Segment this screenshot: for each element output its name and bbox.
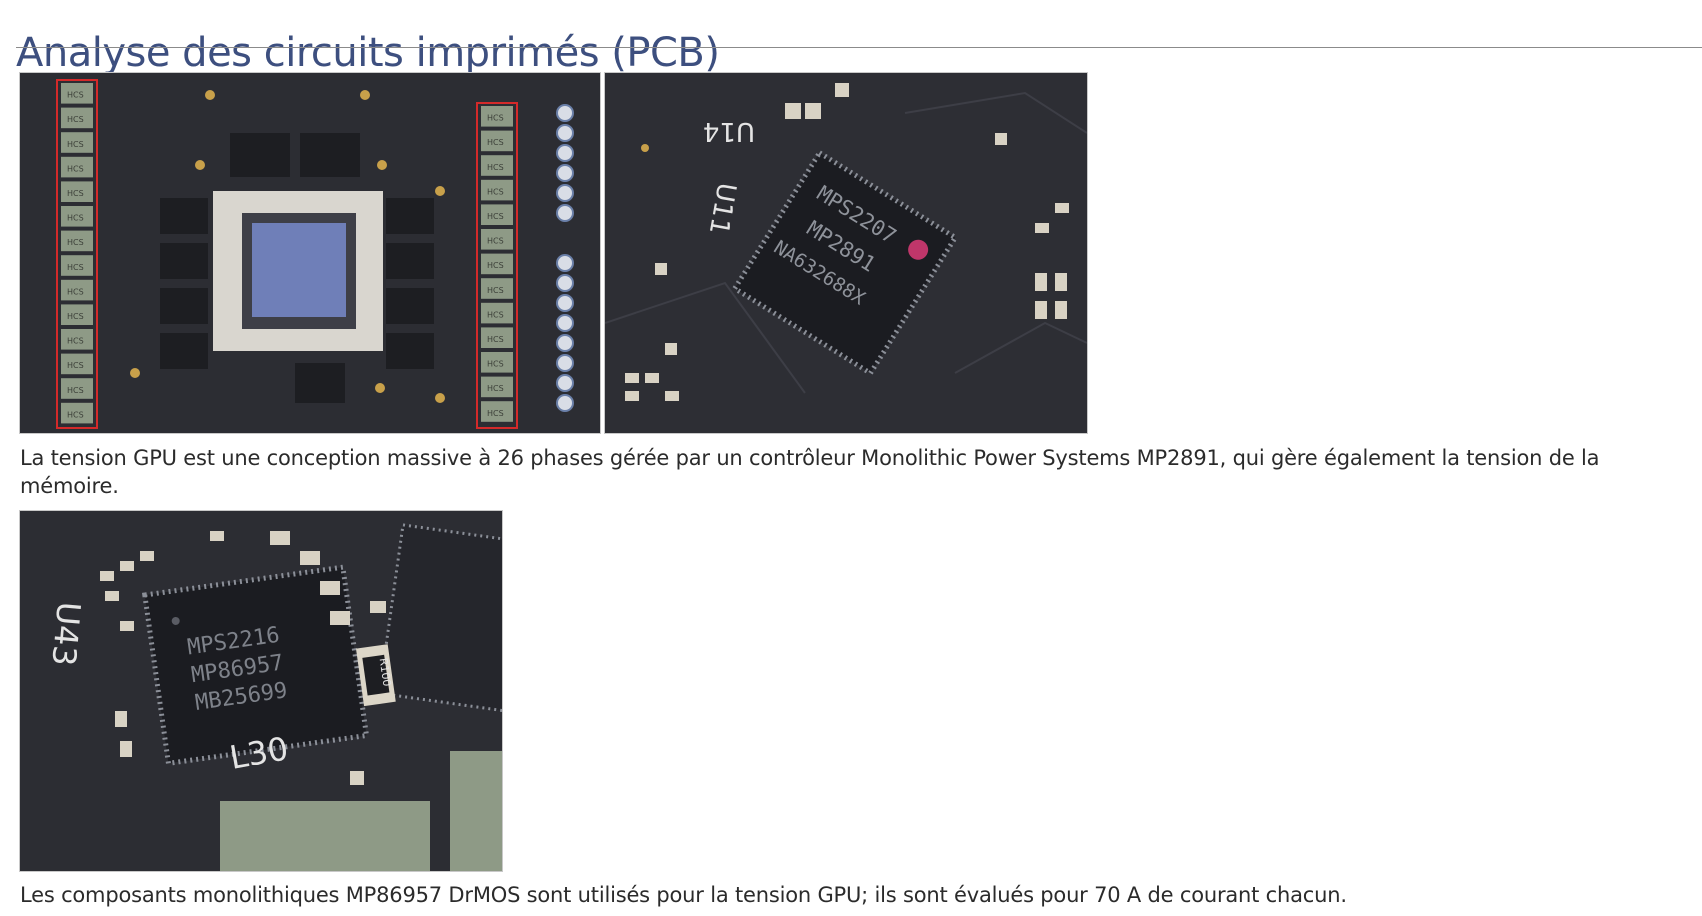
phase-inductor [61,83,93,104]
phase-tag: HCS [487,286,504,295]
phase-tag: HCS [67,238,84,247]
phase-tag: HCS [67,312,84,321]
phase-inductor [61,378,93,399]
phase-tag: HCS [487,237,504,246]
capacitor [556,204,574,222]
phase-tag: HCS [487,212,504,221]
phase-inductor [481,327,513,348]
phase-inductor [481,253,513,275]
phase-tag: HCS [67,361,84,370]
phase-inductor [61,279,93,301]
page-title: Analyse des circuits imprimés (PCB) [16,29,720,76]
capacitor [556,184,574,202]
phase-inductor [61,329,93,350]
phase-tag: HCS [67,386,84,395]
drmos-closeup-image: MPS2216 MP86957 MB25699 R100 U43 L30 [19,510,503,872]
title-divider [16,47,1702,48]
phase-inductor [61,255,93,276]
phase-tag: HCS [67,189,84,198]
phase-inductor [481,155,513,176]
phase-tag: HCS [487,384,504,393]
ref-designator-u43: U43 [44,600,87,667]
capacitor [556,104,574,122]
phase-tag: HCS [67,337,84,346]
phase-tag: HCS [487,360,504,369]
phase-tag: HCS [487,261,504,270]
phase-tag: HCS [487,163,504,172]
capacitor [556,274,574,292]
capacitor [556,164,574,182]
phase-tag: HCS [487,114,504,123]
phase-inductor [61,206,93,227]
phase-inductor [61,181,93,202]
phase-tag: HCS [487,409,504,418]
phase-inductor [61,230,93,252]
phase-tag: HCS [67,91,84,100]
capacitor [556,374,574,392]
phase-inductor [481,204,513,225]
phase-inductor [61,132,93,153]
phase-inductor [481,130,513,152]
phase-inductor [481,229,513,250]
capacitor [556,394,574,412]
phase-tag: HCS [487,187,504,196]
phase-inductor [481,302,513,324]
phase-tag: HCS [487,310,504,319]
phase-tag: HCS [67,164,84,173]
phase-inductor [481,179,513,201]
phase-inductor [481,106,513,127]
capacitor [556,294,574,312]
phase-inductor [481,278,513,299]
phase-tag: HCS [487,138,504,147]
phase-tag: HCS [67,115,84,124]
figure-caption-1: La tension GPU est une conception massiv… [20,446,1600,498]
phase-inductor [481,401,513,422]
phase-inductor [61,402,93,424]
ref-designator-u14: U14 [703,116,755,146]
phase-inductor [61,353,93,375]
phase-tag: HCS [487,335,504,344]
capacitor [556,354,574,372]
capacitor [556,334,574,352]
capacitor [556,254,574,272]
controller-closeup-image: MPS2207 MP2891 NA632688X U14 U11 [604,72,1088,434]
phase-inductor [61,156,93,178]
phase-inductor [61,304,93,325]
phase-tag: HCS [67,410,84,419]
phase-tag: HCS [67,263,84,272]
phase-tag: HCS [67,287,84,296]
phase-inductor [481,352,513,373]
resistor-marking: R100 [377,657,394,687]
capacitor [556,144,574,162]
phase-inductor [61,107,93,129]
capacitor [556,314,574,332]
phase-inductor [481,376,513,398]
phase-tag: HCS [67,214,84,223]
pcb-overview-image: HCS HCS HCS HCS HCS HCS HCS HCS HCS HCS HCS HCS HCS H… [19,72,601,434]
phase-tag: HCS [67,140,84,149]
figure-caption-2: Les composants monolithiques MP86957 DrM… [20,883,1347,907]
capacitor [556,124,574,142]
